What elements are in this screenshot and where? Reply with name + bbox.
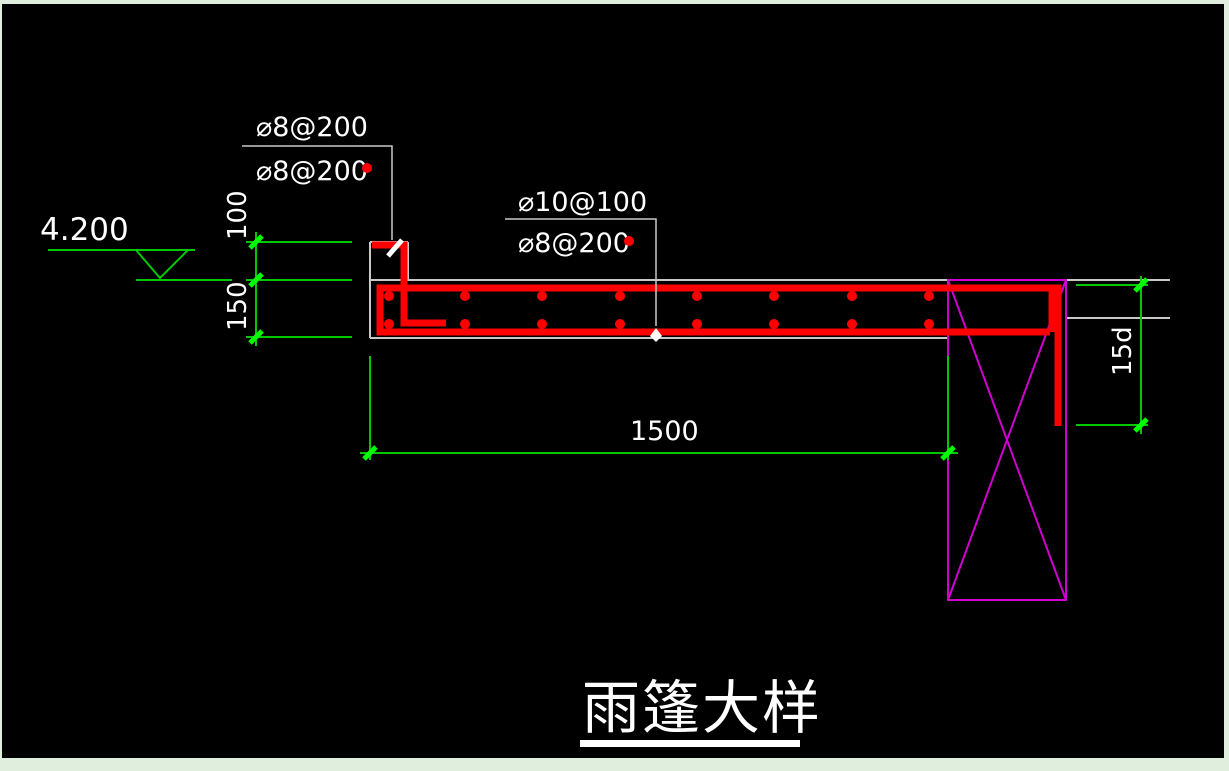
rebar-dot (615, 291, 625, 301)
right-dimension-ticks (1133, 277, 1149, 433)
rebar-dot (769, 291, 779, 301)
bottom-dimension-ticks (362, 445, 956, 461)
dimension-150-label: 150 (223, 281, 253, 331)
rebar-dot (924, 291, 934, 301)
rebar-top-dot (362, 163, 372, 173)
leader-mid (505, 218, 657, 326)
bottom-dimension (360, 356, 958, 460)
elevation-label: 4.200 (40, 212, 129, 248)
rebar-dot (537, 319, 547, 329)
dimension-15d-label: 15d (1108, 326, 1138, 376)
right-dimension (1076, 276, 1148, 434)
left-dimension-ticks (248, 234, 264, 345)
rebar-dot (460, 291, 470, 301)
rebar-dot (847, 319, 857, 329)
rebar-dot (692, 291, 702, 301)
drawing-title: 雨篷大样 (582, 674, 822, 742)
rebar-dot (460, 319, 470, 329)
rebar-dots-bottom (384, 319, 934, 329)
dimension-100-label: 100 (223, 190, 253, 240)
leader-mid-arrow (650, 328, 662, 342)
title-underline (580, 740, 800, 747)
rebar-dot (615, 319, 625, 329)
cad-background (2, 4, 1224, 758)
rebar-dot (769, 319, 779, 329)
rebar-dot (384, 319, 394, 329)
rebar-mid-label-1: ⌀10@100 (518, 187, 647, 218)
leader-top (242, 145, 393, 240)
rebar-dot (924, 319, 934, 329)
rebar-mid-dot (624, 236, 634, 246)
rebar-top-label-2: ⌀8@200 (256, 156, 368, 187)
rebar-dot (384, 291, 394, 301)
rebar-dot (692, 319, 702, 329)
rebar-dot (537, 291, 547, 301)
left-dimension (246, 232, 352, 346)
main-rebar (372, 241, 1062, 426)
rebar-dot (847, 291, 857, 301)
elevation-marker: 4.200 (40, 212, 232, 281)
rebar-top-label-1: ⌀8@200 (256, 112, 368, 143)
dimension-1500-label: 1500 (630, 416, 699, 447)
rebar-dots-top (384, 291, 934, 301)
rebar-mid-label-2: ⌀8@200 (518, 228, 630, 259)
hook-mark (386, 238, 404, 258)
